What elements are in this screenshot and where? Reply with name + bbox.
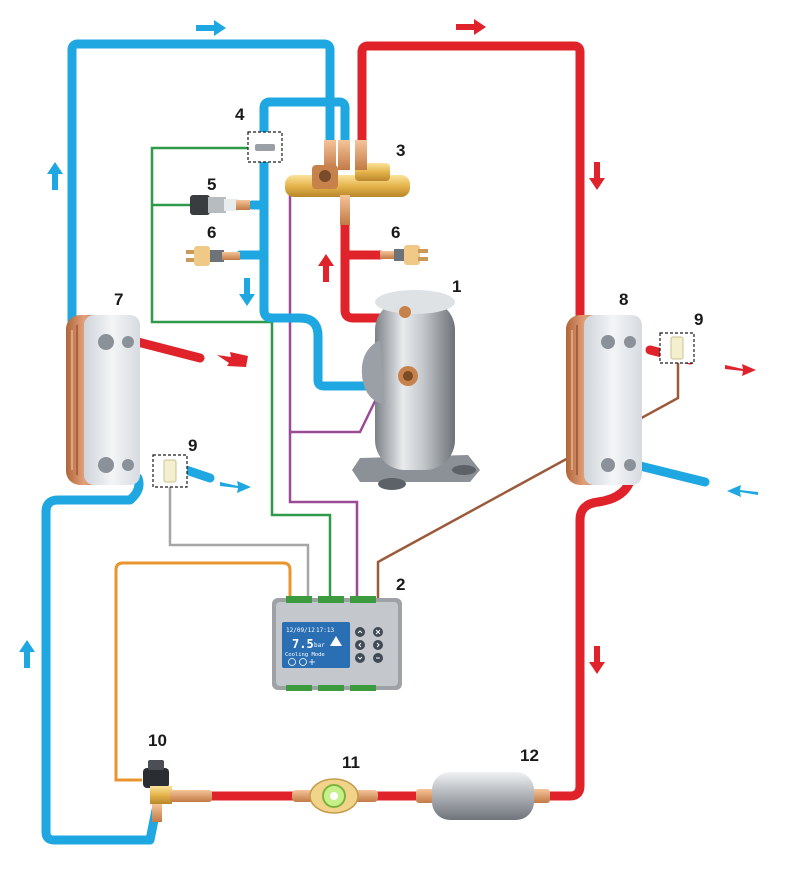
arrow-bottom-left-up [19, 640, 35, 668]
label-sight-glass: 11 [342, 753, 360, 772]
pressure-switch-right [380, 245, 428, 265]
label-pressure-transducer: 5 [207, 175, 216, 194]
temperature-sensor-top [247, 131, 283, 163]
arrow-suction-down [239, 278, 255, 306]
temperature-sensor-right [659, 332, 695, 364]
display-time: 17:13 [316, 627, 334, 634]
arrow-left-up [47, 162, 63, 190]
component-labels: 1 2 3 4 5 6 6 7 8 9 9 10 11 12 [114, 105, 703, 772]
hot-pipe-compressor [340, 195, 405, 323]
wire-purple-branch [290, 394, 380, 434]
heat-exchanger-left [66, 315, 140, 485]
arrow-left-water-in [217, 352, 248, 367]
wire-orange [114, 561, 292, 782]
key-right-icon [373, 640, 383, 650]
arrow-left-water-out [220, 481, 251, 493]
controller-display [282, 622, 350, 668]
label-temp-sensor-right: 9 [694, 310, 703, 329]
label-exchanger-left: 7 [114, 290, 123, 309]
label-temp-sensor-top: 4 [235, 105, 245, 124]
arrow-top-right [456, 19, 486, 35]
hot-pipe-left-inlet [125, 335, 205, 363]
cold-pipe-suction [259, 97, 403, 391]
wire-brown [376, 360, 680, 598]
display-value: 7.5 [292, 637, 314, 651]
arrow-top-left [196, 20, 226, 36]
electronic-expansion-valve [143, 760, 212, 822]
arrow-right-down [589, 162, 605, 190]
filter-drier [416, 772, 550, 820]
arrow-bottom-right-down [589, 646, 605, 674]
controller-keypad [355, 627, 383, 663]
label-controller: 2 [396, 575, 405, 594]
arrow-right-water-in [727, 485, 758, 497]
heat-exchanger-right [566, 315, 642, 485]
terminal-block-top [286, 596, 376, 603]
display-date: 12/09/12 [286, 627, 315, 634]
label-pressure-switch-right: 6 [391, 223, 400, 242]
label-pressure-switch-left: 6 [207, 223, 216, 242]
four-way-reversing-valve [285, 140, 410, 225]
terminal-block-bottom [286, 685, 376, 691]
cold-pipe-right-inlet [635, 461, 710, 487]
electronic-controller: 12/09/12 17:13 7.5 bar Cooling Mode [272, 596, 402, 691]
arrow-discharge-up [318, 254, 334, 282]
flow-arrows [19, 19, 758, 674]
wire-gray [168, 483, 310, 598]
scroll-compressor [352, 290, 480, 490]
display-unit: bar [314, 642, 325, 649]
label-filter-drier: 12 [520, 746, 539, 765]
label-temp-sensor-left: 9 [188, 436, 197, 455]
label-expansion-valve: 10 [148, 731, 167, 750]
temperature-sensor-left [152, 454, 188, 488]
pump-status-icon [299, 658, 307, 666]
arrow-right-water-out [725, 364, 756, 376]
hot-pipe-liquid-line [543, 469, 637, 801]
plus-status-icon [309, 659, 315, 665]
warning-icon [330, 636, 342, 646]
cold-pipe-bottom-left [41, 473, 161, 845]
sight-glass [292, 778, 378, 814]
pressure-transducer [190, 195, 250, 215]
compressor-status-icon [288, 658, 296, 666]
label-compressor: 1 [452, 277, 461, 296]
key-down-icon [355, 653, 365, 663]
label-exchanger-right: 8 [619, 290, 628, 309]
label-reversing-valve: 3 [396, 141, 405, 160]
key-left-icon [355, 640, 365, 650]
key-up-icon [355, 627, 365, 637]
pressure-switch-left [186, 246, 240, 266]
wire-green [150, 146, 332, 598]
display-mode: Cooling Mode [285, 652, 325, 658]
